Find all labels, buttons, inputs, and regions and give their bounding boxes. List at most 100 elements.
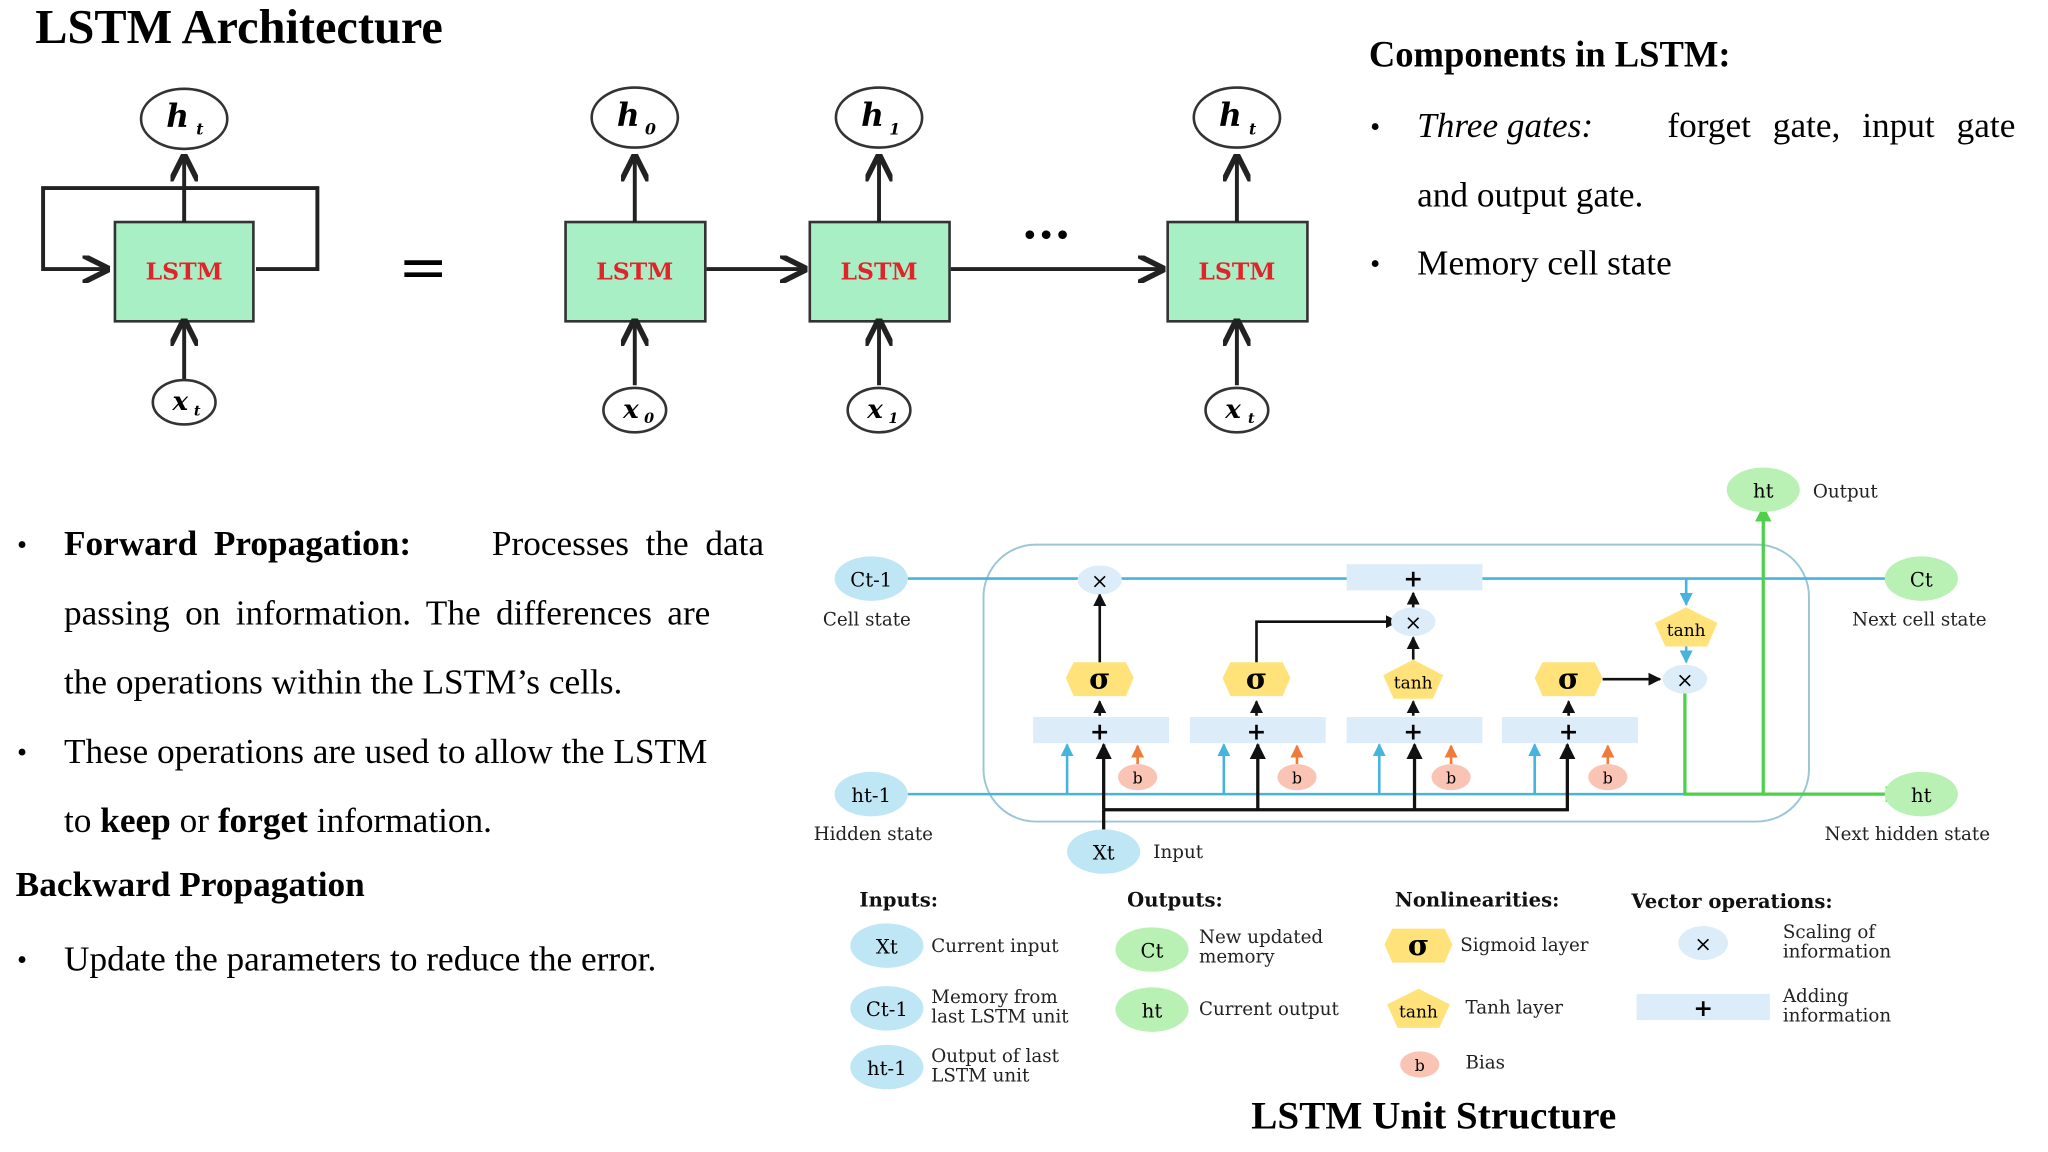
output-multiply bbox=[1662, 664, 1708, 694]
svg-text:+: + bbox=[1403, 564, 1423, 592]
svg-text:t: t bbox=[196, 120, 204, 139]
svg-text:Current input: Current input bbox=[931, 936, 1059, 957]
lstm-cell-folded bbox=[113, 220, 255, 323]
fp-label: Forward Propagation: bbox=[63, 523, 412, 563]
svg-text:ht-1: ht-1 bbox=[851, 784, 891, 807]
svg-text:+: + bbox=[1403, 717, 1423, 745]
svg-text:h: h bbox=[861, 97, 884, 133]
backward-propagation-heading: Backward Propagation bbox=[15, 864, 365, 904]
bias-nodes: b b b b bbox=[1118, 744, 1628, 791]
h-out-node: ht bbox=[1726, 467, 1800, 512]
unit-structure-title: LSTM Unit Structure bbox=[1251, 1094, 1617, 1138]
svg-text:+: + bbox=[1559, 717, 1579, 745]
h-prev-node: ht-1 bbox=[834, 771, 908, 817]
svg-text:σ: σ bbox=[1089, 661, 1110, 695]
svg-text:LSTM: LSTM bbox=[1198, 258, 1275, 286]
svg-text:Vector operations:: Vector operations: bbox=[1630, 890, 1832, 913]
svg-text:1: 1 bbox=[888, 411, 898, 427]
svg-text:×: × bbox=[1091, 569, 1109, 593]
cell-add-bar bbox=[1346, 564, 1483, 591]
svg-text:Current output: Current output bbox=[1199, 999, 1339, 1020]
x-node bbox=[151, 378, 217, 426]
svg-text:ht: ht bbox=[1142, 999, 1163, 1022]
input-label: Input bbox=[1153, 842, 1203, 863]
svg-text:0: 0 bbox=[645, 120, 656, 139]
page-title: LSTM Architecture bbox=[35, 1, 443, 55]
bias-node bbox=[1431, 764, 1471, 791]
svg-text:Ct: Ct bbox=[1910, 568, 1933, 591]
svg-text:b: b bbox=[1603, 769, 1613, 788]
svg-text:LSTM: LSTM bbox=[596, 258, 673, 286]
c-next-node: Ct bbox=[1884, 556, 1958, 601]
svg-text:tanh: tanh bbox=[1399, 1002, 1438, 1022]
svg-text:h: h bbox=[617, 97, 640, 133]
svg-text:last LSTM unit: last LSTM unit bbox=[931, 1007, 1069, 1028]
svg-text:Sigmoid layer: Sigmoid layer bbox=[1460, 935, 1589, 956]
svg-text:information: information bbox=[1783, 1005, 1891, 1026]
folded-lstm: LSTM h t x t bbox=[41, 87, 320, 426]
svg-text:b: b bbox=[1133, 769, 1143, 788]
rnn-unrolled-diagram: LSTM h t x t = LSTM LSTM LSTM ··· bbox=[41, 86, 1309, 434]
bias-node bbox=[1118, 764, 1158, 791]
svg-text:tanh: tanh bbox=[1667, 621, 1706, 641]
svg-text:+: + bbox=[1693, 994, 1713, 1022]
svg-text:Inputs:: Inputs: bbox=[859, 888, 938, 911]
svg-text:Adding: Adding bbox=[1782, 986, 1849, 1007]
h0-node bbox=[590, 86, 680, 149]
svg-text:b: b bbox=[1415, 1056, 1425, 1075]
forget-multiply bbox=[1077, 565, 1122, 595]
x0-node bbox=[602, 386, 668, 434]
svg-text:Scaling of: Scaling of bbox=[1783, 922, 1877, 943]
svg-text:x: x bbox=[866, 394, 883, 425]
svg-text:×: × bbox=[1676, 668, 1693, 692]
svg-text:ht: ht bbox=[1911, 784, 1932, 807]
legend: Inputs: Outputs: Nonlinearities: Vector … bbox=[850, 888, 1891, 1090]
c-prev-node: Ct-1 bbox=[834, 556, 908, 601]
adder-bar-forget bbox=[1033, 717, 1169, 744]
svg-text:+: + bbox=[1247, 717, 1267, 745]
ht-node bbox=[1192, 86, 1282, 149]
svg-text:ht-1: ht-1 bbox=[867, 1057, 907, 1080]
svg-text:t: t bbox=[1249, 120, 1257, 139]
unit-container bbox=[982, 543, 1810, 823]
x1-node bbox=[846, 386, 912, 434]
components-item-gates: • Three gates: forget gate, input gate a… bbox=[1370, 91, 2016, 229]
svg-text:tanh: tanh bbox=[1394, 673, 1433, 693]
svg-text:t: t bbox=[194, 403, 201, 419]
input-multiply bbox=[1391, 607, 1436, 637]
h1-node bbox=[834, 86, 924, 149]
lstm-cell-1 bbox=[808, 220, 951, 323]
svg-text:1: 1 bbox=[889, 120, 900, 139]
svg-text:Tanh layer: Tanh layer bbox=[1465, 998, 1563, 1019]
h-node bbox=[139, 87, 229, 151]
svg-text:Memory from: Memory from bbox=[931, 987, 1057, 1008]
lstm-unit-diagram: + + + + b b b b σ σ bbox=[814, 467, 1990, 1090]
bias-node bbox=[1277, 764, 1317, 791]
xt-node bbox=[1204, 386, 1270, 434]
svg-text:Outputs:: Outputs: bbox=[1127, 888, 1223, 911]
output-label: Output bbox=[1813, 482, 1879, 503]
gates-rest-a: forget gate, input gate bbox=[1667, 105, 2016, 145]
svg-text:×: × bbox=[1404, 611, 1422, 635]
svg-text:x: x bbox=[1224, 394, 1241, 425]
svg-text:σ: σ bbox=[1558, 661, 1579, 695]
input-gate: σ bbox=[1222, 661, 1291, 697]
bias-node bbox=[1588, 764, 1628, 791]
svg-text:σ: σ bbox=[1246, 661, 1267, 695]
svg-text:×: × bbox=[1694, 932, 1712, 956]
lstm-label: LSTM bbox=[146, 258, 223, 286]
svg-text:b: b bbox=[1446, 769, 1456, 788]
svg-text:LSTM unit: LSTM unit bbox=[931, 1065, 1030, 1086]
svg-text:h: h bbox=[166, 99, 189, 135]
gates-em: Three gates: bbox=[1417, 105, 1594, 145]
svg-text:x: x bbox=[171, 386, 188, 417]
candidate-tanh: tanh bbox=[1383, 659, 1444, 699]
svg-text:0: 0 bbox=[644, 411, 654, 427]
unrolled-lstm: LSTM LSTM LSTM ··· h 0 h 1 h t x bbox=[564, 86, 1309, 434]
backward-propagation-item: •Update the parameters to reduce the err… bbox=[16, 939, 657, 979]
svg-text:b: b bbox=[1292, 769, 1302, 788]
svg-text:information: information bbox=[1783, 941, 1891, 962]
adder-bar-output bbox=[1502, 717, 1638, 744]
cell-tanh: tanh bbox=[1654, 607, 1718, 647]
svg-text:memory: memory bbox=[1199, 947, 1275, 968]
